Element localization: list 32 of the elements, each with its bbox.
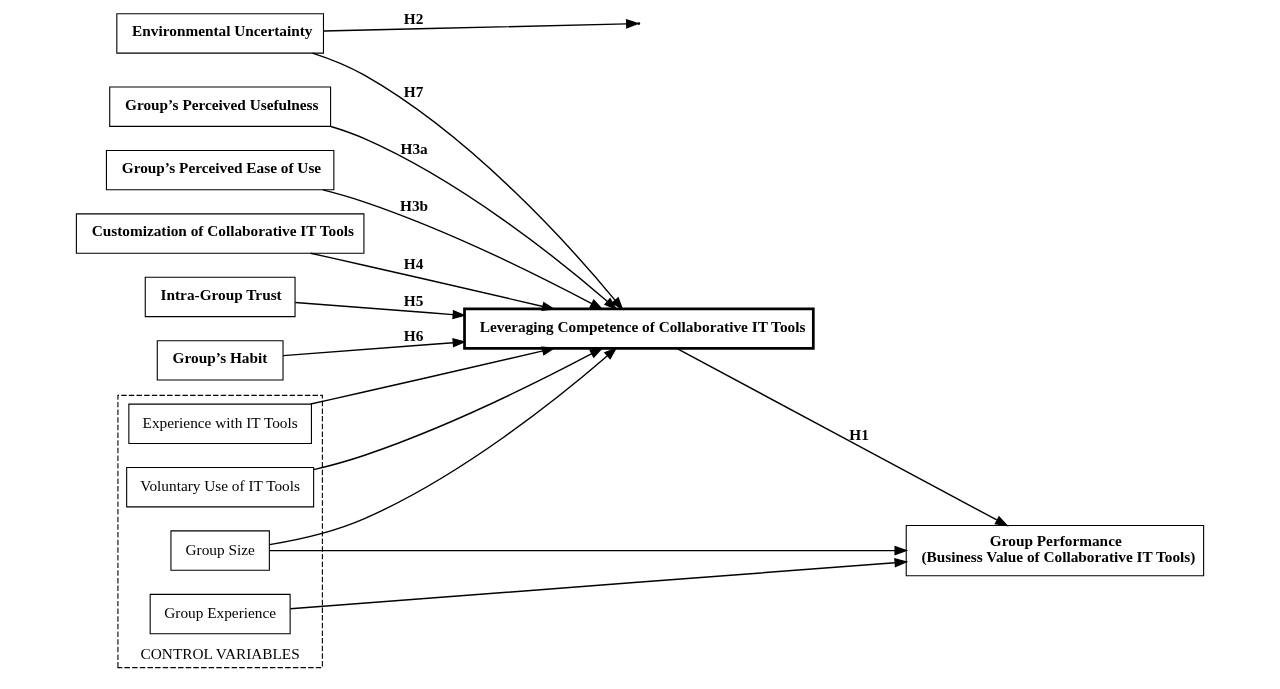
node-box: Environmental Uncertainty bbox=[116, 13, 324, 54]
node-box: Experience with IT Tools bbox=[128, 403, 312, 444]
node-box: Customization of Collaborative IT Tools bbox=[75, 213, 365, 254]
arrow bbox=[268, 545, 909, 556]
node-box: Group Performance (Business Value of Collaborative IT Tools) bbox=[905, 524, 1205, 577]
edge-label: H1 bbox=[849, 426, 869, 444]
node-box: Group Size bbox=[170, 530, 270, 571]
node-box: Group’s Habit bbox=[156, 340, 284, 381]
edge-label: H3a bbox=[400, 139, 428, 157]
arrow bbox=[313, 347, 604, 471]
arrow bbox=[676, 347, 1009, 527]
arrow bbox=[294, 301, 467, 320]
arrow bbox=[322, 189, 604, 310]
node-box: Group Experience bbox=[149, 593, 291, 635]
arrow bbox=[311, 52, 624, 311]
arrow bbox=[310, 346, 556, 405]
edge-label: H7 bbox=[403, 83, 424, 101]
arrow bbox=[282, 337, 467, 357]
node-box: Group’s Perceived Usefulness bbox=[109, 86, 332, 127]
edge-label: H4 bbox=[403, 254, 424, 272]
arrow bbox=[330, 125, 618, 311]
node-box: Group’s Perceived Ease of Use bbox=[105, 149, 335, 191]
node-box: Intra-Group Trust bbox=[144, 276, 296, 318]
edge-label: H2 bbox=[403, 9, 424, 27]
edge-label: H5 bbox=[403, 291, 424, 309]
edge-label: H3b bbox=[400, 196, 429, 214]
edge-label: H6 bbox=[403, 326, 424, 344]
node-box: Leveraging Competence of Collaborative IT Tools bbox=[463, 307, 815, 350]
arrow bbox=[268, 347, 618, 546]
node-box: Voluntary Use of IT Tools bbox=[126, 466, 315, 508]
arrow bbox=[310, 252, 556, 311]
arrow bbox=[289, 557, 909, 610]
